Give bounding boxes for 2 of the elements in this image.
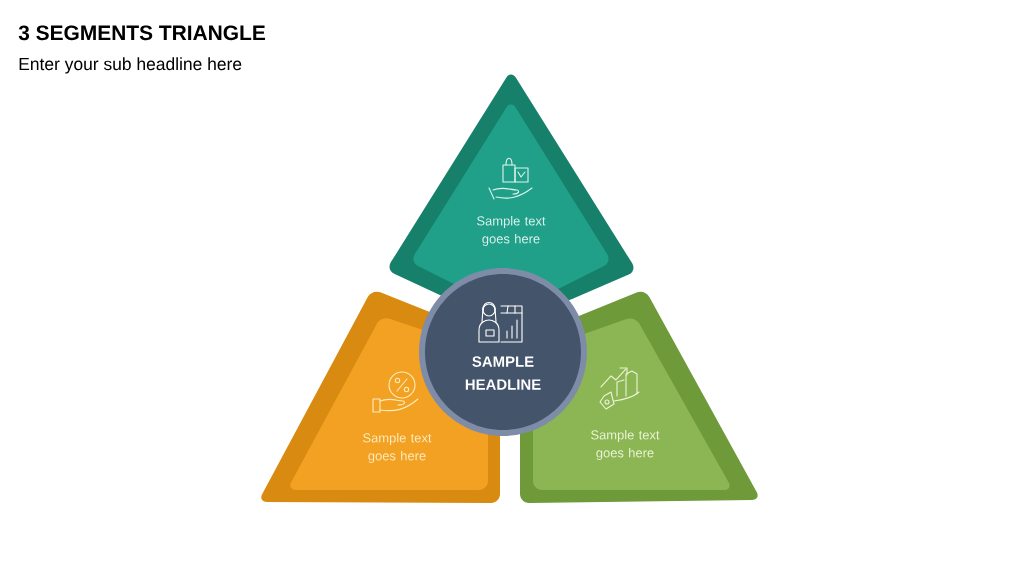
subtitle: Enter your sub headline here xyxy=(19,57,242,74)
title: 3 SEGMENTS TRIANGLE xyxy=(18,25,265,41)
